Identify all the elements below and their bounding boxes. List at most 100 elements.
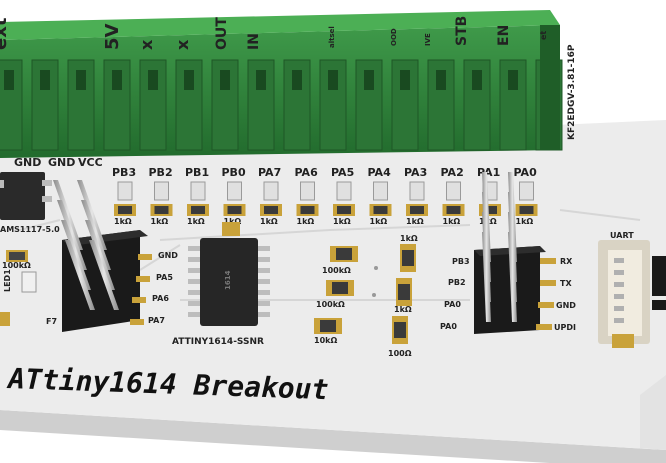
resistor-value-label: 1kΩ xyxy=(224,217,242,226)
middle-resistors: 100kΩ 100kΩ 10kΩ 1kΩ 1kΩ 100Ω xyxy=(314,234,418,358)
led-component xyxy=(373,181,388,201)
prog-label-right-tx: TX xyxy=(560,279,572,288)
regulator-label: AMS1117-5.0 xyxy=(0,225,60,234)
header-label-x2: x xyxy=(173,39,192,50)
prog-pin-header: PB3 PB2 PA0 PA0 RX TX GND UPDI xyxy=(440,172,576,334)
terminal-block: KF2EDGV-3.81-16P xyxy=(0,10,577,158)
uart-label: UART xyxy=(610,231,634,240)
terminal-screw-hole xyxy=(112,70,122,90)
led-component xyxy=(190,181,206,201)
led-component xyxy=(154,181,169,201)
mid-resistor-label-6: 100Ω xyxy=(388,349,412,358)
prog-label-right-rx: RX xyxy=(560,257,573,266)
header-pin xyxy=(61,220,91,290)
pcb-edge-right xyxy=(640,375,666,450)
left-led-label: LED1 xyxy=(3,269,12,292)
power-label-gnd2: GND xyxy=(48,156,75,169)
prog-label-right-updi: UPDI xyxy=(554,323,576,332)
header-label-ood: OOD xyxy=(390,28,398,46)
chip-pin-left xyxy=(188,257,200,262)
regulator: AMS1117-5.0 xyxy=(0,172,60,234)
mid-resistor-label-1: 100kΩ xyxy=(322,266,351,275)
resistor-body xyxy=(483,206,497,214)
resistor-value-label: 1kΩ xyxy=(406,217,424,226)
pin-label: PB1 xyxy=(185,166,209,179)
chip-pin-right xyxy=(258,268,270,273)
resistor-value-label: 1kΩ xyxy=(114,217,132,226)
chip-marking: 1614 xyxy=(224,270,232,290)
resistor-body xyxy=(154,206,169,214)
pin-label: PB0 xyxy=(222,166,246,179)
pin-label: PA3 xyxy=(404,166,427,179)
led-component xyxy=(446,181,461,201)
header-pin xyxy=(53,180,83,250)
led-component xyxy=(409,181,425,201)
header-pin xyxy=(77,180,107,250)
chip-pin-left xyxy=(188,312,200,317)
resistor-body xyxy=(191,206,205,214)
chip-pin-right xyxy=(258,246,270,251)
pin-label: PA4 xyxy=(368,166,392,179)
resistor-body xyxy=(227,206,242,214)
header-label-stb: STB xyxy=(454,16,470,46)
terminal-screw-hole xyxy=(364,70,374,90)
header-label-altsel: altsel xyxy=(328,26,336,48)
uart-pin xyxy=(614,294,624,299)
prog-header-pins xyxy=(482,172,517,322)
resistor-body xyxy=(264,206,278,214)
terminal-screw-hole xyxy=(76,70,86,90)
left-f7-label: F7 xyxy=(46,317,57,326)
header-pin xyxy=(81,200,111,270)
header-label-en: EN xyxy=(496,25,512,46)
resistor-body xyxy=(300,206,315,214)
pin-label: PA6 xyxy=(295,166,319,179)
resistor-body xyxy=(446,206,461,214)
resistor-value-label: 1kΩ xyxy=(297,217,315,226)
terminal-screw-hole xyxy=(400,70,410,90)
left-header-pins xyxy=(53,180,119,310)
uart-pin xyxy=(614,306,624,311)
resistor-body xyxy=(410,206,424,214)
header-pin xyxy=(57,200,87,270)
prog-label-left-1: PB3 xyxy=(452,257,470,266)
prog-label-left-2: PB2 xyxy=(448,278,466,287)
power-label-gnd1: GND xyxy=(14,156,41,169)
power-label-vcc: VCC xyxy=(78,156,103,169)
led-component xyxy=(336,181,352,201)
chip-pin-right xyxy=(258,257,270,262)
resistor-value-label: 1kΩ xyxy=(443,217,461,226)
prog-label-right-gnd: GND xyxy=(556,301,576,310)
header-label-ive: IVE xyxy=(424,33,432,46)
terminal-screw-hole xyxy=(292,70,302,90)
chip-pins xyxy=(188,246,270,317)
resistor-value-label: 1kΩ xyxy=(187,217,205,226)
resistor-body xyxy=(519,206,534,214)
pin-label-row: PB31kΩPB21kΩPB11kΩPB01kΩPA71kΩPA61kΩPA51… xyxy=(112,166,538,226)
uart-connector: UART xyxy=(598,231,666,348)
pin-label: PA1 xyxy=(477,166,500,179)
terminal-screw-hole xyxy=(436,70,446,90)
header-label-in: IN xyxy=(246,33,262,50)
resistor-value-label: 1kΩ xyxy=(151,217,169,226)
prog-label-left-3: PA0 xyxy=(444,300,461,309)
uart-pin xyxy=(614,318,624,323)
resistor-body xyxy=(118,206,132,214)
left-pin-header: GND PA5 PA6 PA7 xyxy=(53,180,178,332)
resistor-body xyxy=(337,206,351,214)
mid-resistor-label-5: 1kΩ xyxy=(394,305,412,314)
uart-pin xyxy=(614,258,624,263)
header-label-5v: 5V xyxy=(102,23,123,50)
pin-label: PB3 xyxy=(112,166,136,179)
left-header-label-pa6: PA6 xyxy=(152,294,169,303)
header-label-ext: ext xyxy=(0,17,11,50)
terminal-screw-hole xyxy=(184,70,194,90)
pin-label: PA2 xyxy=(441,166,464,179)
chip-pin-right xyxy=(258,301,270,306)
header-pin xyxy=(85,220,115,290)
led-component xyxy=(227,181,242,201)
left-resistor-label: 100kΩ xyxy=(2,261,31,270)
header-pin xyxy=(65,240,95,310)
power-labels: GND GND VCC xyxy=(14,156,103,169)
